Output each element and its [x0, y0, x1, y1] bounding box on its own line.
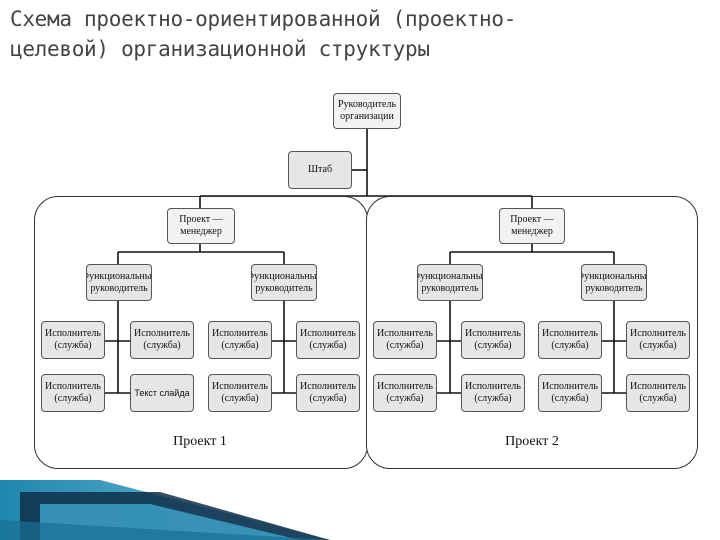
project-2-executor-r2c3: Исполнитель (служба)	[538, 374, 602, 412]
project-2-label: Проект 2	[505, 434, 559, 449]
project-1-executor-r2c3: Исполнитель (служба)	[208, 374, 272, 412]
org-head-box: Руководитель организации	[333, 93, 401, 129]
project-2-executor-r1c3: Исполнитель (служба)	[538, 321, 602, 359]
project-1-executor-r2c1: Исполнитель (служба)	[41, 374, 105, 412]
project-1-func-left-box: Функциональный руководитель	[86, 264, 152, 301]
project-1-executor-r2c4: Исполнитель (служба)	[296, 374, 360, 412]
project-1-executor-r1c4: Исполнитель (служба)	[296, 321, 360, 359]
project-1-func-right-box: Функциональный руководитель	[251, 264, 317, 301]
project-2-func-left-box: Функциональный руководитель	[417, 264, 483, 301]
project-1-slide-text-box: Текст слайда	[130, 374, 194, 412]
project-1-label: Проект 1	[173, 434, 227, 449]
slide-title: Схема проектно-ориентированной (проектно…	[10, 7, 517, 61]
project-2-func-right-box: Функциональный руководитель	[581, 264, 647, 301]
project-2-executor-r1c4: Исполнитель (служба)	[626, 321, 690, 359]
slide-decoration	[0, 480, 330, 540]
project-1-executor-r1c3: Исполнитель (служба)	[208, 321, 272, 359]
staff-box: Штаб	[288, 151, 352, 189]
project-1-manager-box: Проект — менеджер	[167, 208, 235, 244]
project-2-executor-r2c2: Исполнитель (служба)	[461, 374, 525, 412]
project-1-executor-r1c1: Исполнитель (служба)	[41, 321, 105, 359]
project-2-executor-r1c2: Исполнитель (служба)	[461, 321, 525, 359]
project-2-manager-box: Проект — менеджер	[499, 208, 565, 244]
project-1-executor-r1c2: Исполнитель (служба)	[130, 321, 194, 359]
project-2-executor-r1c1: Исполнитель (служба)	[373, 321, 437, 359]
project-2-executor-r2c4: Исполнитель (служба)	[626, 374, 690, 412]
project-2-executor-r2c1: Исполнитель (служба)	[373, 374, 437, 412]
